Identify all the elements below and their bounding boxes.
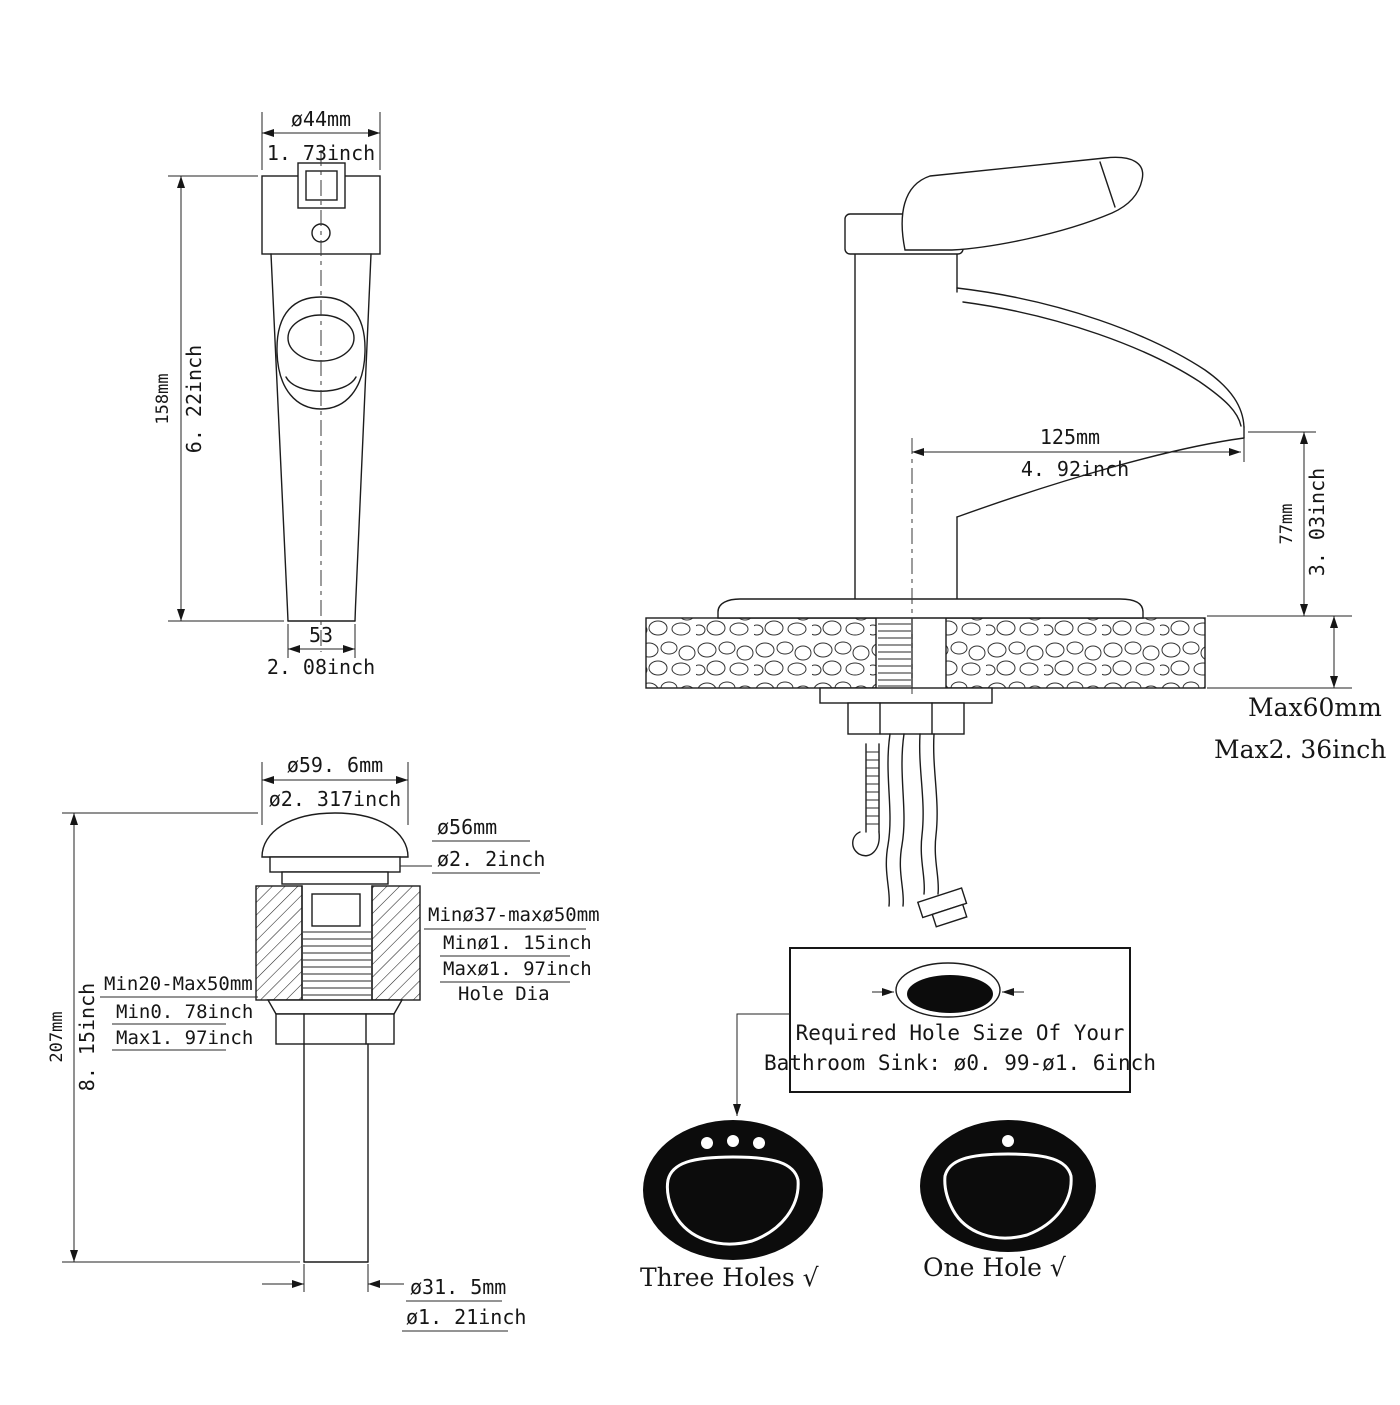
overflow-hole	[311, 893, 361, 927]
label-hole-min-in: Minø1. 15inch	[443, 932, 592, 954]
label-hole-max-in: Maxø1. 97inch	[443, 958, 592, 980]
one-hole-sink: One Hole √	[920, 1120, 1096, 1282]
counter-crosssection-left	[256, 886, 302, 1000]
leader-to-sink	[733, 1013, 790, 1116]
faucet-front-spout-window	[276, 296, 366, 410]
dim-counter-max-mm: Max60mm	[1248, 693, 1382, 722]
one-hole-label: One Hole √	[923, 1253, 1066, 1282]
counter-crosssection-right	[372, 886, 420, 1000]
mounting-nut	[847, 702, 965, 735]
dim-drain-height-in: 8. 15inch	[75, 983, 99, 1091]
hook-clip	[852, 831, 880, 857]
drain-view: ø59. 6mm ø2. 317inch ø56mm ø2. 2inch Min…	[47, 753, 600, 1332]
front-view: ø44mm 1. 73inch 158mm 6. 22inch 53 2. 08…	[153, 107, 381, 679]
dim-front-top-mm: ø44mm	[291, 107, 351, 131]
label-counter-range-mm: Min20-Max50mm	[104, 973, 253, 995]
dim-side-reach-in: 4. 92inch	[1021, 457, 1129, 481]
dim-front-base-in: 2. 08inch	[267, 655, 375, 679]
label-counter-min-in: Min0. 78inch	[116, 1001, 253, 1023]
sink-hole-icon	[895, 962, 1001, 1018]
label-counter-max-in: Max1. 97inch	[116, 1027, 253, 1049]
faucet-side-spout	[956, 287, 1245, 428]
dim-side-height-mm: 77mm	[1277, 504, 1297, 545]
label-hole-range-mm: Minø37-maxø50mm	[428, 904, 600, 926]
label-flange-mm: ø56mm	[437, 815, 497, 839]
dim-front-top-in: 1. 73inch	[267, 141, 375, 165]
three-holes-sink: Three Holes √	[640, 1120, 823, 1292]
dim-front-base-mm: 53	[309, 623, 333, 647]
drain-cap	[261, 812, 409, 858]
dim-tail-mm: ø31. 5mm	[410, 1275, 506, 1299]
side-view: 125mm 4. 92inch 77mm 3. 03inch Max60mm M…	[645, 156, 1386, 928]
dim-drain-height-mm: 207mm	[47, 1011, 67, 1062]
dim-front-height-mm: 158mm	[153, 373, 173, 424]
dim-side-reach-mm: 125mm	[1040, 425, 1100, 449]
dim-tail-in: ø1. 21inch	[406, 1305, 526, 1329]
drain-threads	[303, 931, 371, 996]
drain-locknut	[266, 999, 404, 1015]
dim-side-height-in: 3. 03inch	[1305, 468, 1329, 576]
hole-req-line1: Required Hole Size Of Your	[796, 1021, 1125, 1045]
dim-counter-max-in: Max2. 36inch	[1214, 735, 1386, 764]
label-hole-caption: Hole Dia	[458, 983, 550, 1005]
deck-plate	[717, 598, 1144, 619]
hole-req-line2: Bathroom Sink: ø0. 99-ø1. 6inch	[764, 1051, 1156, 1075]
label-flange-in: ø2. 2inch	[437, 847, 545, 871]
hose-end-nut	[916, 887, 968, 928]
faucet-side-handle	[901, 156, 1144, 251]
hole-requirement-box: Required Hole Size Of Your Bathroom Sink…	[733, 947, 1156, 1116]
dim-drain-cap-in: ø2. 317inch	[269, 787, 401, 811]
dim-drain-cap-mm: ø59. 6mm	[287, 753, 383, 777]
supply-hoses	[885, 733, 891, 907]
faucet-front-body	[270, 253, 289, 622]
mounting-washer	[819, 687, 993, 704]
three-holes-label: Three Holes √	[640, 1263, 819, 1292]
drain-flange	[269, 856, 401, 873]
dim-front-height-in: 6. 22inch	[182, 345, 206, 453]
